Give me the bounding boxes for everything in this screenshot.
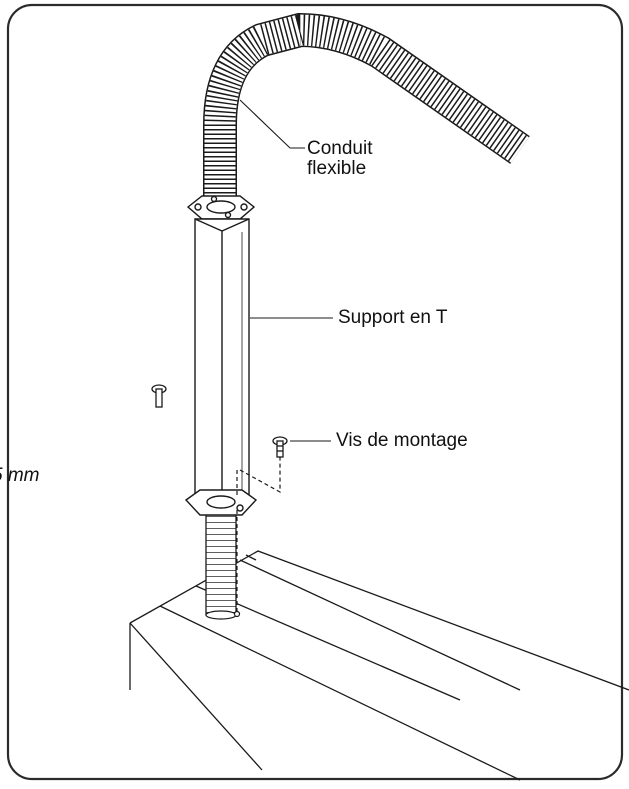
screw-hole-icon [233, 610, 241, 618]
loose-screw-icon [151, 384, 167, 408]
label-conduit-line2: flexible [307, 158, 367, 179]
screw-path-guide [236, 455, 281, 612]
base-block-icon [129, 550, 629, 781]
label-support-en-t: Support en T [338, 307, 448, 328]
mounting-screw-icon [272, 436, 288, 458]
bottom-flange-icon [184, 489, 258, 516]
flexible-conduit-icon [203, 12, 530, 620]
leader-lines [239, 99, 333, 442]
label-dimension: 5 mm [0, 465, 40, 486]
frame-border [6, 3, 624, 781]
label-conduit-flexible: Conduit flexible [307, 139, 373, 179]
label-vis-de-montage: Vis de montage [336, 430, 468, 451]
t-support-icon [194, 218, 250, 511]
label-conduit-line1: Conduit [307, 138, 373, 159]
top-flange-icon [186, 195, 256, 220]
